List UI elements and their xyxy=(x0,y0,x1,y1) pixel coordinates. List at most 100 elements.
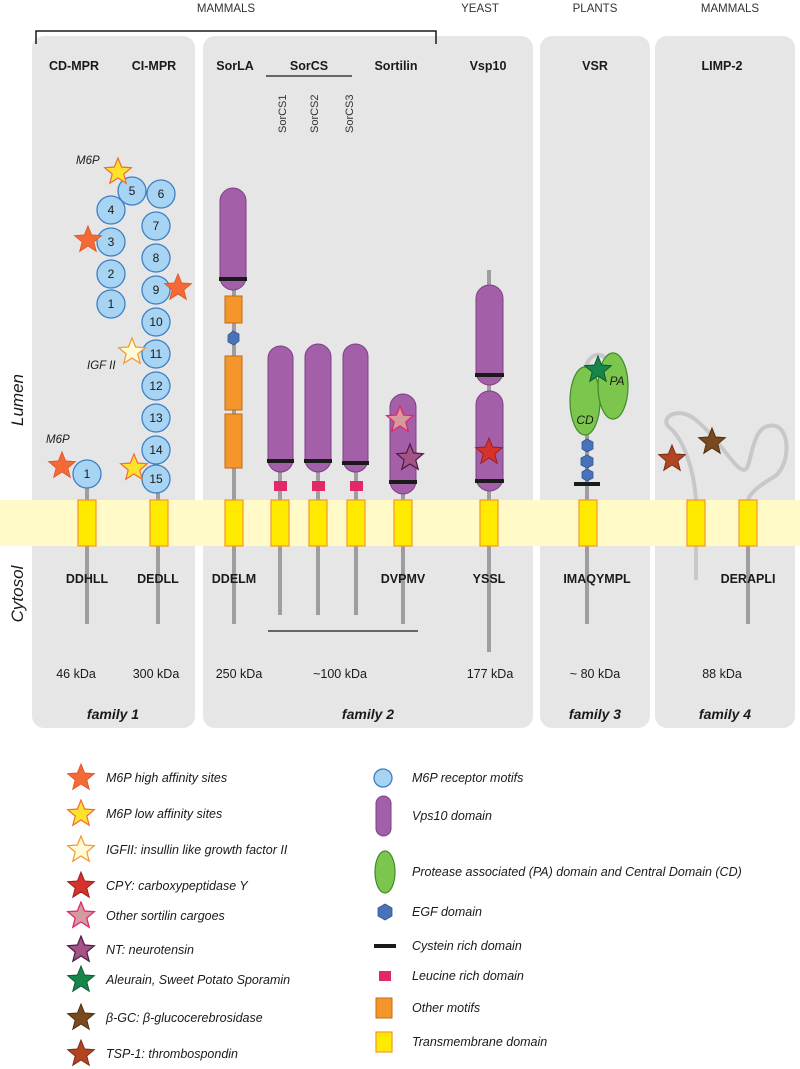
sorla-tm-domain xyxy=(224,499,244,547)
limp2-tm-domain-1 xyxy=(686,499,706,547)
family-label-4: family 4 xyxy=(699,706,751,722)
compartment-label-cytosol: Cytosol xyxy=(8,564,27,622)
legend-item-igf: IGFII: insullin like growth factor II xyxy=(66,835,288,864)
ci-mpr-domain-11-label: 11 xyxy=(150,347,163,361)
legend-item-tsp1: TSP-1: thrombospondin xyxy=(66,1039,239,1068)
motif-sorla: DDELM xyxy=(212,572,256,586)
ci-mpr-domain-14-label: 14 xyxy=(149,443,163,457)
motif-vsr: IMAQYMPL xyxy=(563,572,631,586)
receptor-name-sorcs1: SorCS1 xyxy=(277,94,289,133)
legend-item-pa-cd: Protease associated (PA) domain and Cent… xyxy=(372,848,742,896)
sorla-other-motif-3 xyxy=(224,413,243,469)
sortilin-tm-domain xyxy=(393,499,413,547)
legend-label: NT: neurotensin xyxy=(106,943,195,957)
receptor-name-ci-mpr: CI-MPR xyxy=(132,59,176,73)
vsr-tm-domain xyxy=(578,499,598,547)
compartment-label-lumen: Lumen xyxy=(8,374,27,426)
other-sortilin-cargo-star-icon xyxy=(67,901,95,928)
legend: M6P high affinity sites M6P low affinity… xyxy=(0,740,800,1068)
ci-mpr-domain-7-label: 7 xyxy=(153,219,160,233)
ci-mpr-right-domains xyxy=(141,179,176,494)
size-limp2: 88 kDa xyxy=(702,667,742,681)
legend-label: EGF domain xyxy=(412,905,482,919)
vsp10-cystein-bar-lower xyxy=(475,479,504,483)
square-icon xyxy=(379,971,391,981)
receptor-name-sorcs: SorCS xyxy=(290,59,328,73)
family-4-panel xyxy=(655,36,795,728)
size-sorla: 250 kDa xyxy=(216,667,263,681)
vsp10-cystein-bar-upper xyxy=(475,373,504,377)
vsp10-tm-domain xyxy=(479,499,499,547)
ci-mpr-domain-2-label: 2 xyxy=(108,267,115,281)
sorcs1-tm-domain xyxy=(270,499,290,547)
legend-item-sortilin-cargo: Other sortilin cargoes xyxy=(66,901,225,930)
group-label-plants: PLANTS xyxy=(573,3,618,15)
sorcs1-vps10-domain xyxy=(267,345,294,473)
receptor-name-sorcs3: SorCS3 xyxy=(344,94,356,133)
legend-label: Cystein rich domain xyxy=(412,939,522,953)
motif-sortilin: DVPMV xyxy=(381,572,426,586)
igf-star-icon xyxy=(67,835,95,862)
sortilin-vps10-domain xyxy=(389,393,417,495)
cpy-star-icon xyxy=(67,871,95,898)
legend-item-cpy: CPY: carboxypeptidase Y xyxy=(66,871,248,900)
legend-label: TSP-1: thrombospondin xyxy=(106,1047,239,1061)
sorla-egf-domain xyxy=(227,330,240,346)
tm-icon xyxy=(375,1031,393,1053)
rect-icon xyxy=(375,997,393,1019)
cd-mpr-tm-domain xyxy=(77,499,97,547)
legend-item-vps10: Vps10 domain xyxy=(372,792,492,840)
sorcs1-leucine-domain xyxy=(274,481,287,491)
receptor-name-sortilin: Sortilin xyxy=(374,59,417,73)
ci-mpr-domain-4-label: 4 xyxy=(108,203,115,217)
ci-mpr-domain-1-label: 1 xyxy=(108,297,115,311)
legend-label: M6P receptor motifs xyxy=(412,771,524,785)
bar-icon xyxy=(374,944,396,948)
sorcs2-vps10-domain xyxy=(304,343,332,473)
sortilin-cystein-bar xyxy=(389,480,417,484)
ci-mpr-tm-domain xyxy=(149,499,169,547)
family-1-panel xyxy=(32,36,195,728)
size-sorcs: ~100 kDa xyxy=(313,667,367,681)
legend-item-m6p-motif: M6P receptor motifs xyxy=(372,764,523,792)
legend-label: IGFII: insullin like growth factor II xyxy=(106,843,288,857)
receptor-name-vsr: VSR xyxy=(582,59,608,73)
ellipse-icon xyxy=(374,850,396,894)
vsp10-vps10-domain-upper xyxy=(475,284,504,386)
legend-item-cystein: Cystein rich domain xyxy=(372,932,522,960)
family-label-2: family 2 xyxy=(342,706,394,722)
legend-item-m6p-high: M6P high affinity sites xyxy=(66,763,227,792)
receptor-name-limp2: LIMP-2 xyxy=(702,59,743,73)
limp2-tm-domain-2 xyxy=(738,499,758,547)
circle-icon xyxy=(373,768,393,788)
ci-mpr-domain-3-label: 3 xyxy=(108,235,115,249)
vsr-egf-domain-3 xyxy=(581,468,594,482)
legend-label: Other sortilin cargoes xyxy=(106,909,225,923)
legend-label: β-GC: β-glucocerebrosidase xyxy=(106,1011,263,1025)
legend-item-beta-gc: β-GC: β-glucocerebrosidase xyxy=(66,1003,263,1032)
legend-item-egf: EGF domain xyxy=(372,898,482,926)
vsr-egf-domain-2 xyxy=(580,454,594,469)
vsr-pa-label: PA xyxy=(609,374,624,388)
sorcs3-tm-domain xyxy=(346,499,366,547)
legend-label: CPY: carboxypeptidase Y xyxy=(106,879,248,893)
motif-vsp10: YSSL xyxy=(473,572,506,586)
beta-gc-star-icon xyxy=(67,1003,95,1030)
legend-label: Other motifs xyxy=(412,1001,481,1015)
legend-item-other-motifs: Other motifs xyxy=(372,994,480,1022)
group-label-yeast: YEAST xyxy=(461,3,499,15)
ci-mpr-left-domains xyxy=(96,176,147,319)
m6p-high-affinity-star-icon xyxy=(67,763,95,790)
size-vsr: ~ 80 kDa xyxy=(570,667,620,681)
ci-mpr-domain-9-label: 9 xyxy=(153,283,160,297)
ci-mpr-domain-12-label: 12 xyxy=(149,379,163,393)
ci-mpr-domain-15-label: 15 xyxy=(149,472,163,486)
sorcs2-cystein-bar xyxy=(304,459,332,463)
size-cd-mpr: 46 kDa xyxy=(56,667,96,681)
sorcs3-leucine-domain xyxy=(350,481,363,491)
cd-mpr-domain-1 xyxy=(72,459,102,489)
size-ci-mpr: 300 kDa xyxy=(133,667,180,681)
legend-item-aleurain: Aleurain, Sweet Potato Sporamin xyxy=(66,965,290,994)
m6p-annotation-bottom: M6P xyxy=(46,434,70,446)
sorcs3-vps10-domain xyxy=(342,343,369,473)
